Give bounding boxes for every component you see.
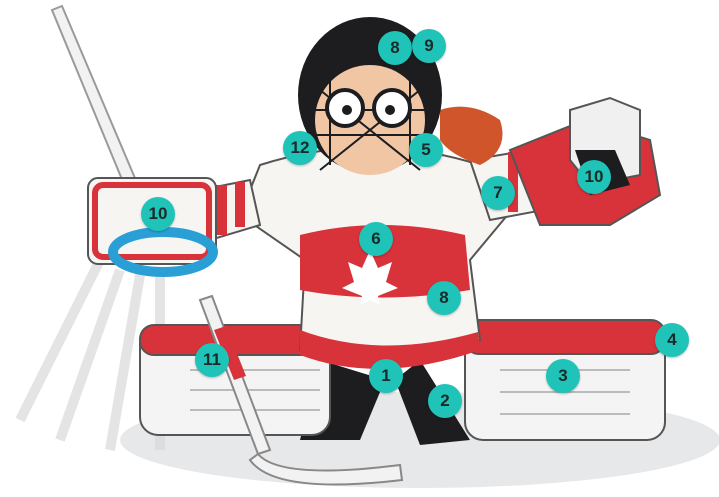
marker-10-glove[interactable]: 10 — [577, 160, 611, 194]
marker-8-jersey[interactable]: 8 — [427, 281, 461, 315]
marker-label: 8 — [439, 288, 448, 307]
marker-4[interactable]: 4 — [655, 323, 689, 357]
marker-label: 10 — [149, 204, 168, 223]
marker-label: 1 — [381, 366, 390, 385]
marker-8-helmet[interactable]: 8 — [378, 31, 412, 65]
marker-label: 6 — [371, 229, 380, 248]
marker-label: 8 — [390, 38, 399, 57]
marker-7[interactable]: 7 — [481, 176, 515, 210]
marker-label: 12 — [291, 138, 310, 157]
marker-label: 2 — [440, 391, 449, 410]
marker-5[interactable]: 5 — [409, 133, 443, 167]
marker-label: 4 — [667, 330, 676, 349]
marker-3[interactable]: 3 — [546, 359, 580, 393]
marker-11[interactable]: 11 — [195, 343, 229, 377]
marker-10-blocker[interactable]: 10 — [141, 197, 175, 231]
marker-6[interactable]: 6 — [359, 222, 393, 256]
marker-label: 3 — [558, 366, 567, 385]
marker-1[interactable]: 1 — [369, 359, 403, 393]
marker-label: 9 — [424, 36, 433, 55]
marker-label: 10 — [585, 167, 604, 186]
marker-label: 11 — [203, 350, 221, 369]
stick-top — [52, 6, 140, 194]
marker-label: 7 — [493, 183, 502, 202]
marker-2[interactable]: 2 — [428, 384, 462, 418]
marker-label: 5 — [421, 140, 430, 159]
marker-9[interactable]: 9 — [412, 29, 446, 63]
marker-12[interactable]: 12 — [283, 131, 317, 165]
